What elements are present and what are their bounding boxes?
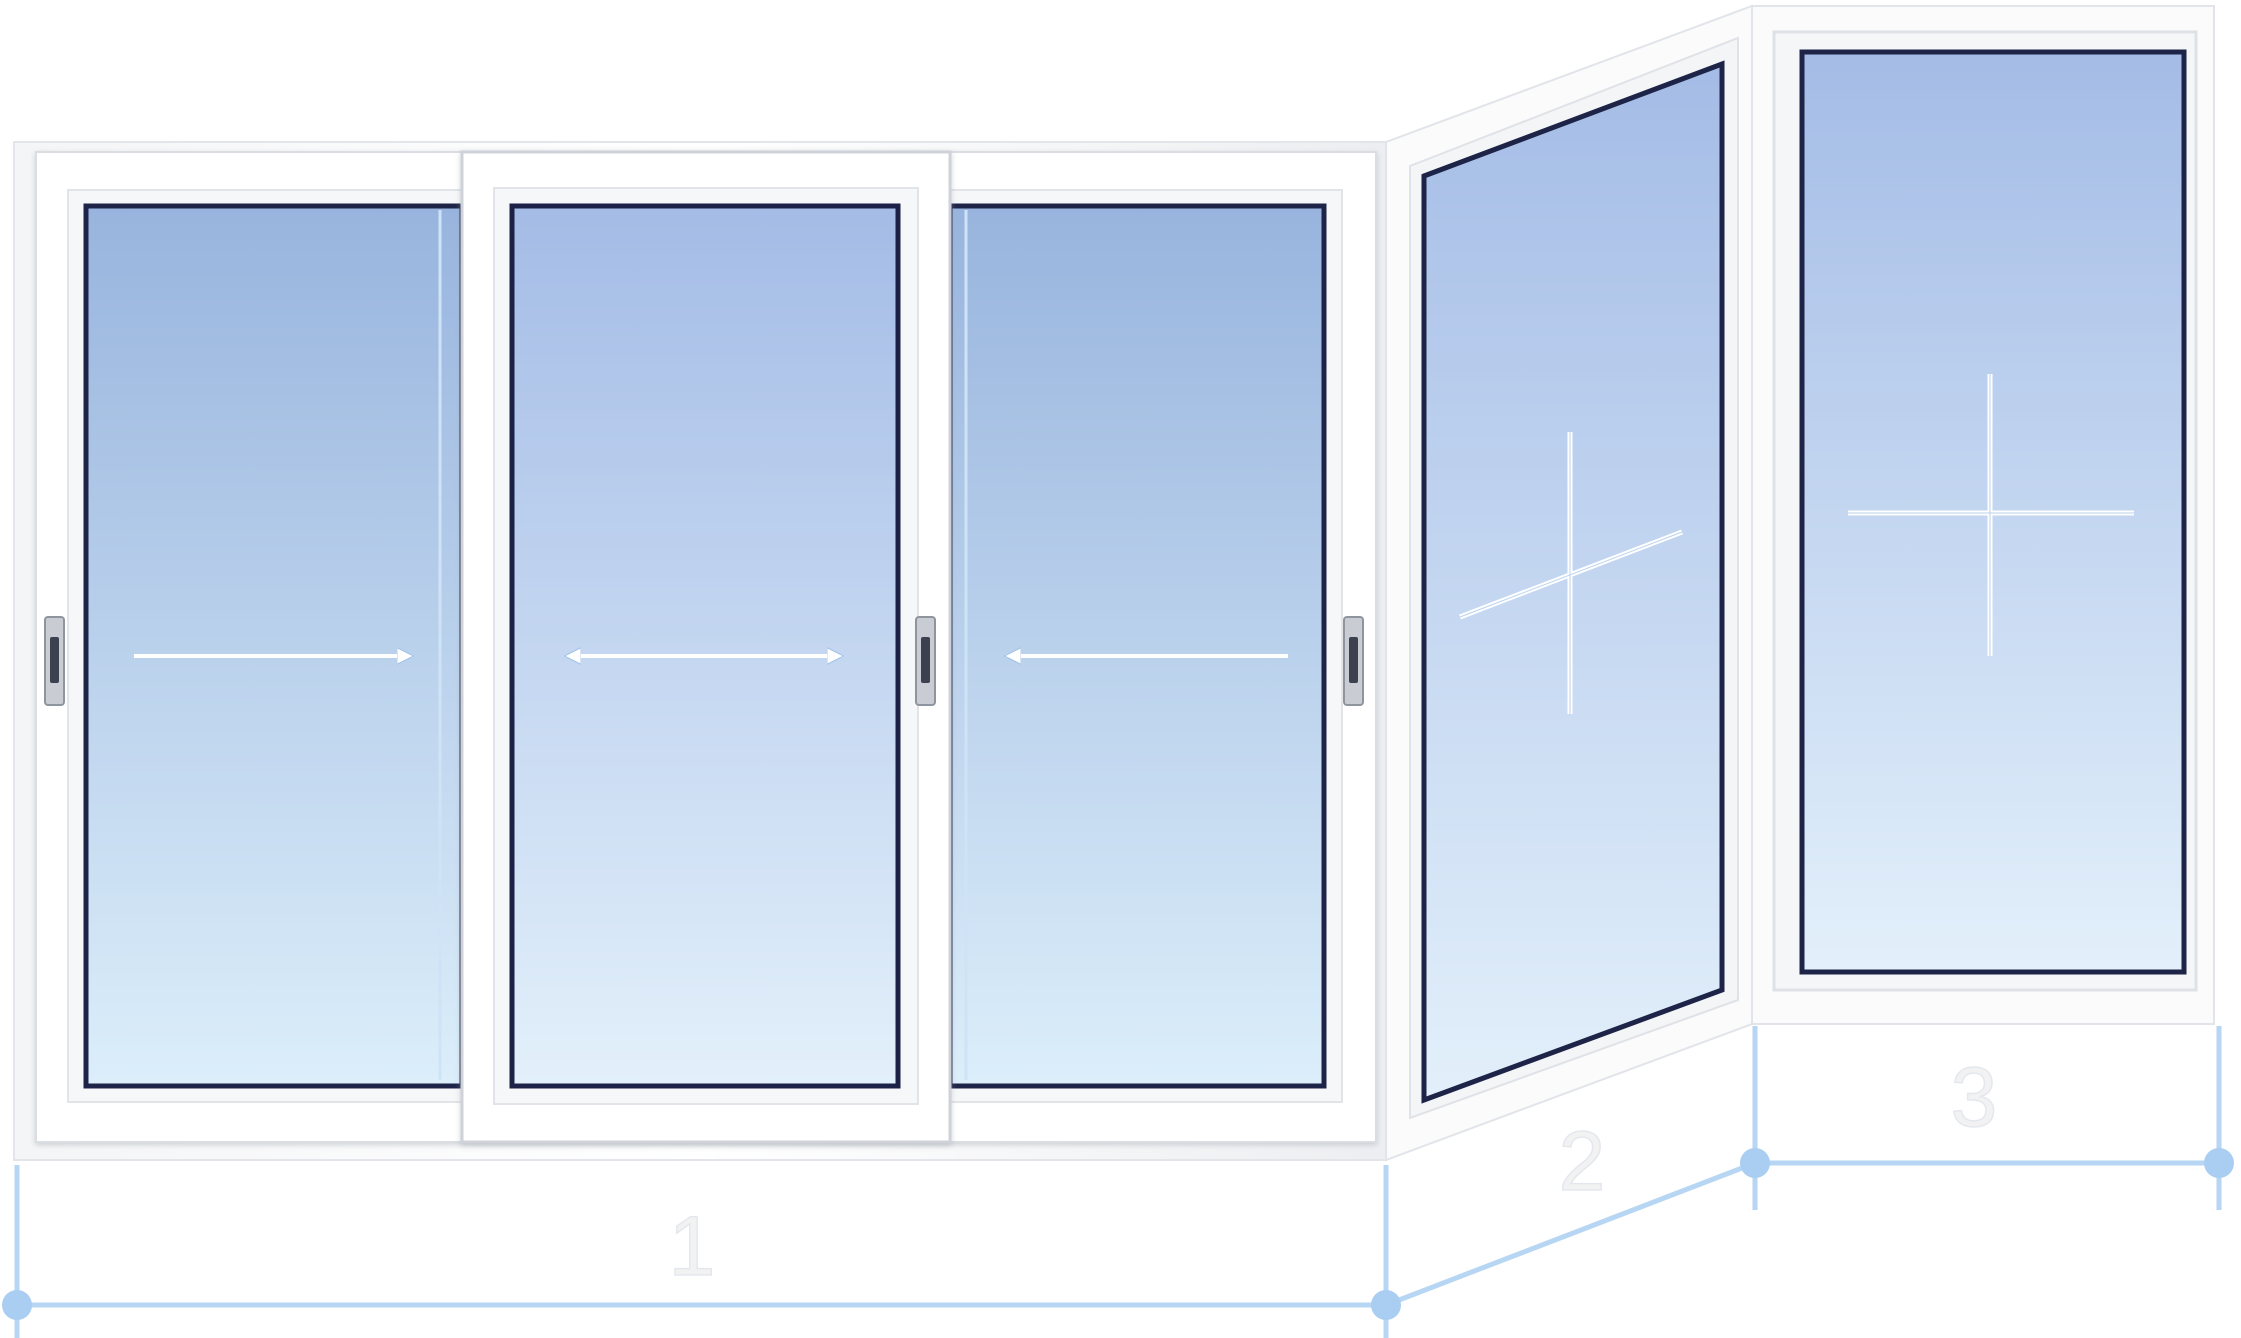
section-label-3: 3 <box>1951 1050 1998 1144</box>
handle-center[interactable] <box>915 616 936 706</box>
dimension-nodes <box>2 1148 2234 1320</box>
sliding-panel-center[interactable] <box>460 150 952 1144</box>
handle-left[interactable] <box>44 616 65 706</box>
dimension-line-2 <box>1385 1160 1756 1308</box>
sliding-panel-left[interactable] <box>35 151 467 1143</box>
sliding-panel-right[interactable] <box>945 151 1377 1143</box>
glass-pane-left <box>83 203 465 1089</box>
fixed-glazing-cross-symbol-3 <box>1848 374 2134 656</box>
section-1-sliding-unit <box>13 141 1387 1161</box>
section-2-angled-window <box>1385 4 1753 1162</box>
dimension-node-1 <box>2 1290 32 1320</box>
handle-right[interactable] <box>1343 616 1364 706</box>
section-label-1: 1 <box>669 1199 716 1293</box>
dimension-node-4 <box>2204 1148 2234 1178</box>
glass-pane-center <box>509 203 901 1089</box>
dimension-node-3 <box>1740 1148 1770 1178</box>
section-3-fixed-window <box>1751 5 2215 1025</box>
dimension-node-2 <box>1371 1290 1401 1320</box>
fixed-glazing-cross-symbol-2 <box>1459 432 1683 714</box>
glass-pane-right <box>947 203 1327 1089</box>
section-label-2: 2 <box>1559 1114 1606 1208</box>
glass-pane-angled <box>1421 60 1725 1104</box>
